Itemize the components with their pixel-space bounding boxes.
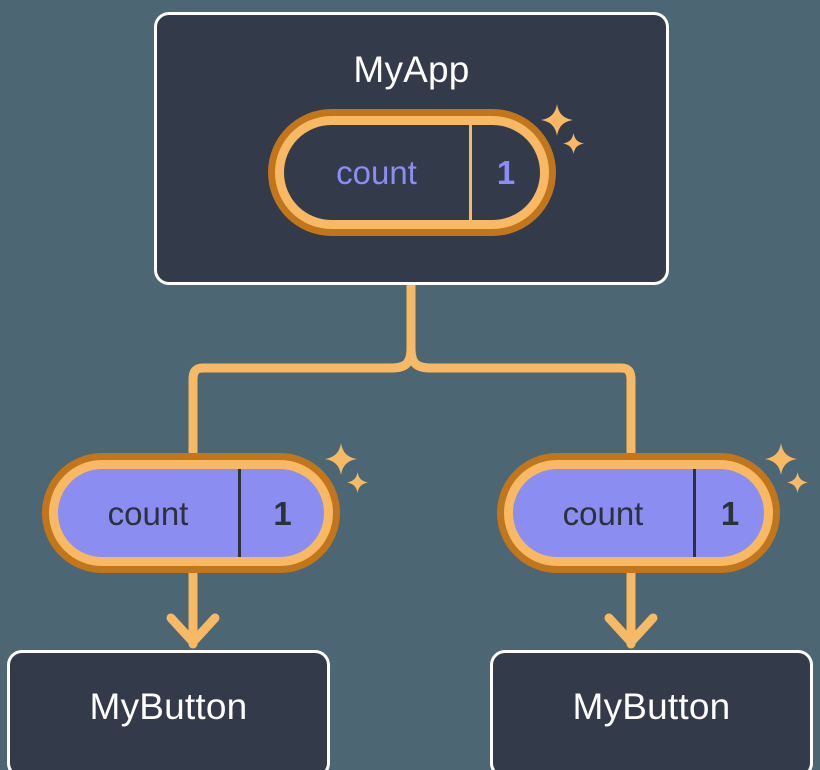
state-pill-left[interactable]: count 1 <box>42 453 340 573</box>
state-pill-right[interactable]: count 1 <box>497 453 780 573</box>
state-pill-myapp[interactable]: count 1 <box>268 109 556 236</box>
sparkle-small-icon <box>787 472 808 493</box>
state-pill-ring-inner: count 1 <box>504 460 773 566</box>
state-pill-body: count 1 <box>58 469 324 557</box>
node-title-label: MyButton <box>572 686 731 727</box>
edge-split-right <box>406 343 636 460</box>
page-title: MyApp <box>353 49 470 90</box>
node-card-mybutton-right[interactable]: MyButton <box>490 650 813 770</box>
state-key-label: count <box>107 494 189 532</box>
state-value-label: 1 <box>469 125 540 220</box>
node-title-label: MyButton <box>89 686 248 727</box>
state-pill-ring-inner: count 1 <box>275 116 549 229</box>
state-value-label: 1 <box>693 469 764 557</box>
state-key-label: count <box>562 494 644 532</box>
state-value-label: 1 <box>238 469 324 557</box>
state-key-label: count <box>336 154 417 191</box>
edge-split-left <box>188 343 416 460</box>
sparkle-large-icon <box>765 443 797 475</box>
node-card-mybutton-left[interactable]: MyButton <box>7 650 330 770</box>
state-pill-ring-inner: count 1 <box>49 460 333 566</box>
sparkle-large-icon <box>325 443 357 475</box>
arrowhead-left <box>166 613 220 647</box>
state-pill-body: count 1 <box>284 125 540 220</box>
arrowhead-right <box>604 613 658 647</box>
sparkle-small-icon <box>347 472 368 493</box>
state-pill-body: count 1 <box>513 469 764 557</box>
